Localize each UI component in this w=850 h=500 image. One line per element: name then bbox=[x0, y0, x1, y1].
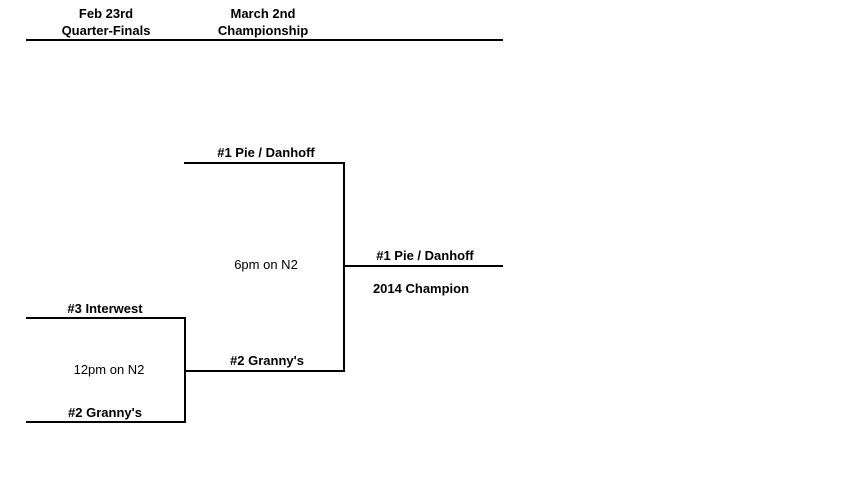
quarterfinal-top-line bbox=[26, 317, 186, 319]
championship-top-line bbox=[184, 162, 345, 164]
quarterfinal-bottom-team: #2 Granny's bbox=[68, 405, 142, 420]
championship-top-team: #1 Pie / Danhoff bbox=[217, 145, 315, 160]
quarterfinal-top-team: #3 Interwest bbox=[67, 301, 143, 316]
round-date: Feb 23rd bbox=[78, 6, 134, 21]
round-name: Quarter-Finals bbox=[61, 23, 151, 38]
champion-title: 2014 Champion bbox=[372, 281, 470, 296]
champion-line bbox=[343, 265, 503, 267]
quarterfinal-bottom-line bbox=[26, 421, 186, 423]
championship-bottom-team: #2 Granny's bbox=[230, 353, 304, 368]
champion-team: #1 Pie / Danhoff bbox=[376, 248, 474, 263]
round-header-quarterfinals: Feb 23rd Quarter-Finals bbox=[62, 5, 151, 39]
championship-game-time: 6pm on N2 bbox=[234, 257, 298, 272]
round-header-championship: March 2nd Championship bbox=[218, 5, 308, 39]
quarterfinal-winner-line bbox=[184, 370, 345, 372]
header-underline bbox=[26, 39, 503, 41]
championship-connector-line bbox=[343, 162, 345, 372]
round-name: Championship bbox=[217, 23, 309, 38]
quarterfinal-game-time: 12pm on N2 bbox=[73, 362, 145, 377]
round-date: March 2nd bbox=[230, 6, 296, 21]
